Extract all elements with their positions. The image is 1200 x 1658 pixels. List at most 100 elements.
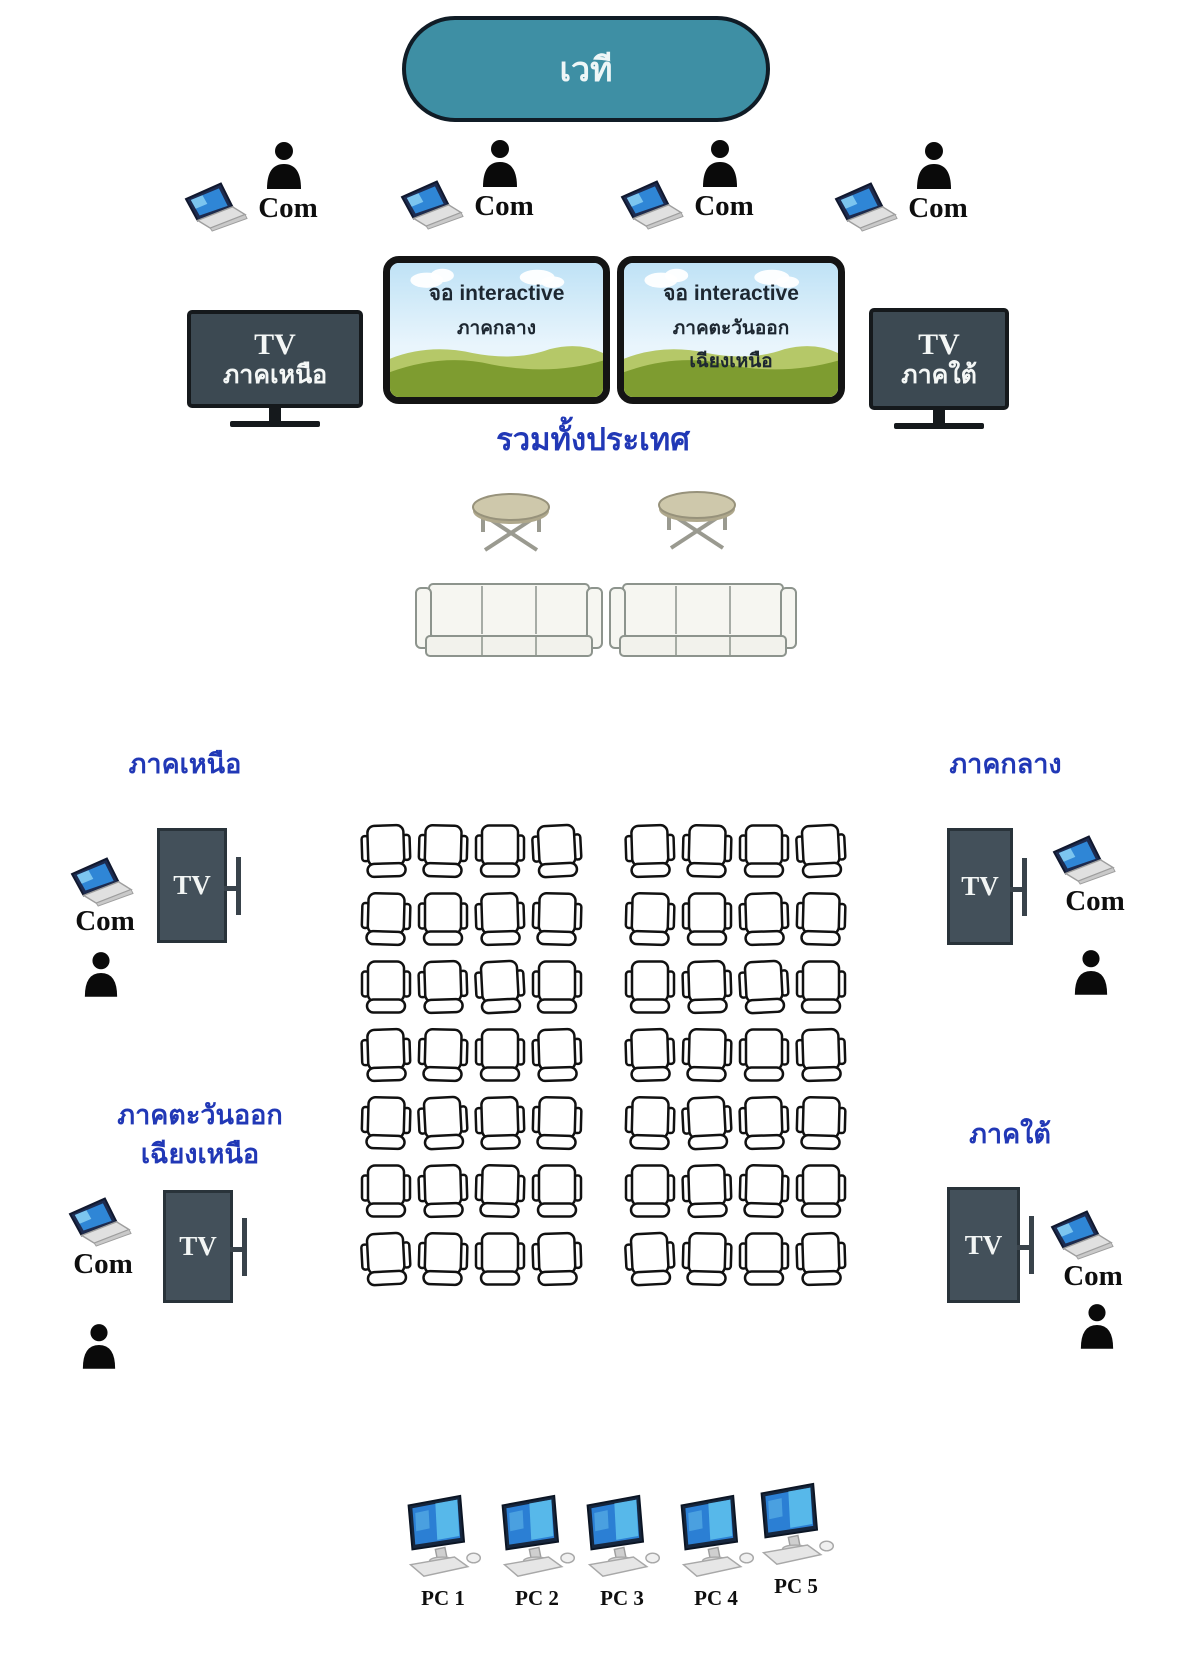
board-ne-line2: ภาคตะวันออก — [672, 318, 790, 339]
laptop-icon — [400, 180, 464, 230]
tv-mount-bracket — [224, 856, 241, 915]
chair-icon — [417, 1095, 469, 1151]
interactive-board-northeast: จอ interactive ภาคตะวันออก เฉียงเหนือ — [617, 256, 845, 404]
person-icon — [1072, 948, 1110, 996]
chair-icon — [624, 823, 676, 879]
chair-icon — [681, 823, 733, 879]
laptop-icon — [398, 168, 468, 230]
person-icon — [1074, 950, 1108, 995]
tv-vertical-north: TV — [157, 828, 241, 943]
desktop-pc-icon — [407, 1494, 482, 1577]
tv-south: TV ภาคใต้ — [869, 308, 1009, 410]
tv-south-region: ภาคใต้ — [901, 361, 977, 389]
person-icon — [80, 1322, 118, 1370]
chair-icon — [360, 1027, 412, 1083]
com-label: Com — [258, 192, 318, 224]
desktop-pc-icon — [752, 1476, 840, 1572]
chair-icon — [531, 1095, 583, 1151]
chair-icon — [795, 960, 847, 1014]
chair-icon — [795, 1027, 847, 1083]
tv-mount-bracket — [1017, 1216, 1034, 1274]
laptop-icon — [184, 182, 248, 232]
chair-icon — [681, 959, 733, 1015]
person-icon — [914, 140, 954, 190]
chair-icon — [624, 891, 676, 947]
person-icon — [82, 950, 120, 998]
board-central-line2: ภาคกลาง — [457, 318, 536, 339]
person-icon — [480, 138, 520, 188]
chair-icon — [795, 1164, 847, 1218]
com-label: Com — [1065, 885, 1125, 917]
pc-station-1: PC 1 — [395, 1488, 491, 1618]
board-ne-line1: จอ interactive — [663, 282, 799, 305]
pc-station-4: PC 4 — [668, 1488, 764, 1618]
chair-icon — [624, 1231, 676, 1287]
tv-label: TV — [173, 870, 211, 900]
board-central-line1: จอ interactive — [428, 282, 565, 305]
chair-icon — [624, 1164, 676, 1218]
coffee-table-icon — [472, 493, 550, 552]
stage-shape: เวที — [402, 16, 770, 122]
chair-icon — [417, 1163, 469, 1219]
operator-station-4: Com — [832, 140, 982, 236]
chair-icon — [795, 891, 847, 947]
region-label-northeast-line1: ภาคตะวันออก — [117, 1100, 283, 1130]
tv-stand — [869, 410, 1009, 429]
tv-south-title: TV — [918, 327, 960, 361]
laptop-icon — [832, 170, 902, 232]
chair-icon — [681, 1163, 733, 1219]
person-icon — [703, 140, 737, 187]
chair-icon — [795, 1095, 847, 1151]
chair-icon — [474, 1095, 526, 1151]
pc-label: PC 3 — [600, 1586, 644, 1610]
sofa-icon — [415, 583, 603, 657]
person-icon — [917, 142, 951, 189]
laptop-icon — [1050, 823, 1120, 885]
region-label-northeast-line2: เฉียงเหนือ — [140, 1139, 260, 1170]
region-label-south: ภาคใต้ — [969, 1119, 1051, 1149]
tv-label: TV — [961, 871, 999, 901]
chair-icon — [531, 1164, 583, 1218]
laptop-icon — [834, 182, 898, 232]
person-icon — [1080, 1304, 1114, 1349]
pc-station-3: PC 3 — [574, 1488, 670, 1618]
chair-icon — [738, 1232, 790, 1286]
laptop-icon — [66, 1185, 136, 1247]
chair-icon — [360, 823, 412, 879]
stage-label: เวที — [559, 51, 613, 89]
tv-vertical-south: TV — [947, 1187, 1034, 1303]
chair-icon — [474, 959, 526, 1015]
desktop-pc-icon — [399, 1488, 487, 1584]
tv-label: TV — [964, 1229, 1003, 1260]
desktop-pc-icon — [760, 1482, 835, 1565]
tv-north-region: ภาคเหนือ — [222, 361, 328, 389]
laptop-icon — [1048, 1198, 1118, 1260]
person-icon — [1078, 1302, 1116, 1350]
chair-icon — [681, 892, 733, 946]
chair-icon — [624, 1095, 676, 1151]
pc-label: PC 5 — [774, 1574, 818, 1598]
chair-icon — [738, 1163, 790, 1219]
chair-icon — [624, 1027, 676, 1083]
operator-station-3: Com — [618, 138, 768, 234]
chair-icon — [474, 891, 526, 947]
laptop-icon — [70, 857, 134, 907]
coffee-table-icon — [654, 490, 740, 562]
chair-icon — [738, 959, 790, 1015]
sofa-icon — [609, 583, 797, 657]
chair-icon — [360, 960, 412, 1014]
person-icon — [483, 140, 517, 187]
tv-north: TV ภาคเหนือ — [187, 310, 363, 408]
pc-label: PC 4 — [694, 1586, 738, 1610]
pc-station-2: PC 2 — [489, 1488, 585, 1618]
chair-icon — [474, 1028, 526, 1082]
chair-icon — [360, 1231, 412, 1287]
com-label: Com — [73, 1248, 133, 1280]
chair-icon — [681, 1095, 733, 1151]
person-icon — [82, 1324, 116, 1369]
chair-icon — [531, 1027, 583, 1083]
person-icon — [700, 138, 740, 188]
landscape-graphic — [390, 268, 603, 397]
interactive-board-central: จอ interactive ภาคกลาง — [383, 256, 610, 404]
